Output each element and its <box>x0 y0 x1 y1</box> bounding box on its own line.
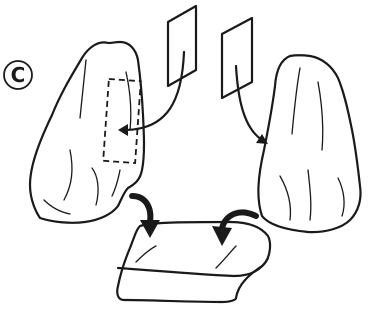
arrow-slide-to-right-block <box>234 64 268 144</box>
tissue-cassette <box>116 220 272 304</box>
panel-badge: C <box>3 60 33 90</box>
right-slide <box>220 16 254 100</box>
arrow-right-block-to-cassette <box>212 209 259 246</box>
arrow-left-block-to-cassette <box>129 193 160 238</box>
left-slide <box>166 4 198 88</box>
dashed-sample-region <box>102 78 142 164</box>
arrow-slide-to-left-block <box>118 50 186 136</box>
right-tissue-block <box>257 54 362 234</box>
panel-label: C <box>11 63 26 87</box>
left-tissue-block <box>28 40 146 224</box>
